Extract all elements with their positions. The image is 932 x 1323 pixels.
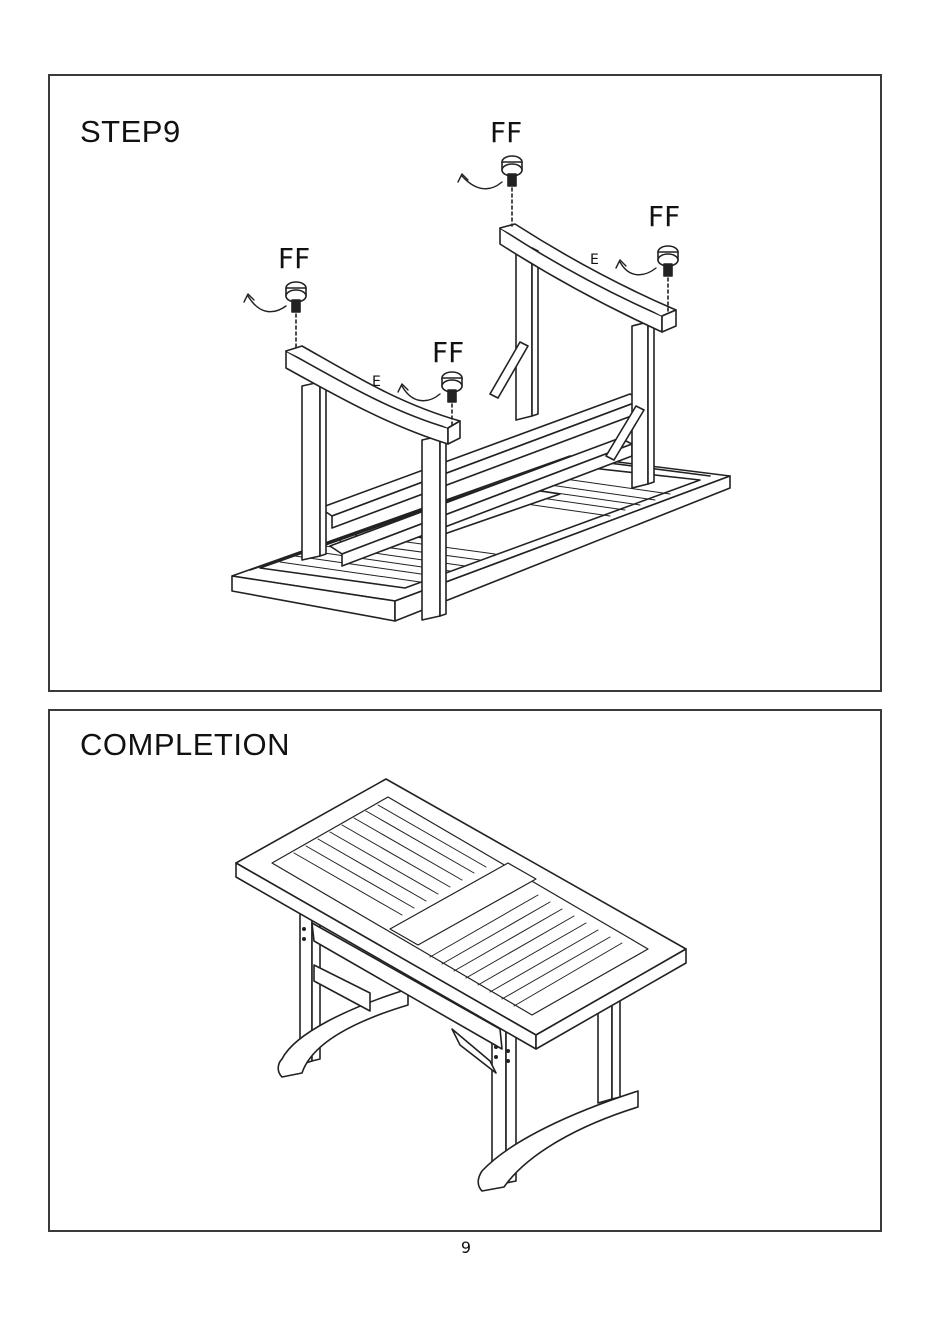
page-number: 9 bbox=[0, 1238, 932, 1257]
completion-panel: COMPLETION bbox=[48, 709, 882, 1232]
step9-illustration bbox=[50, 76, 880, 690]
e-label-center: E bbox=[372, 374, 381, 390]
ff-label-right: FF bbox=[648, 200, 680, 233]
ff-label-center: FF bbox=[432, 336, 464, 369]
ff-label-top: FF bbox=[490, 116, 522, 149]
ff-label-left: FF bbox=[278, 242, 310, 275]
completion-illustration bbox=[50, 711, 880, 1230]
e-label-right: E bbox=[590, 252, 599, 268]
cross-brace bbox=[314, 965, 370, 1011]
step9-panel: STEP9 bbox=[48, 74, 882, 692]
